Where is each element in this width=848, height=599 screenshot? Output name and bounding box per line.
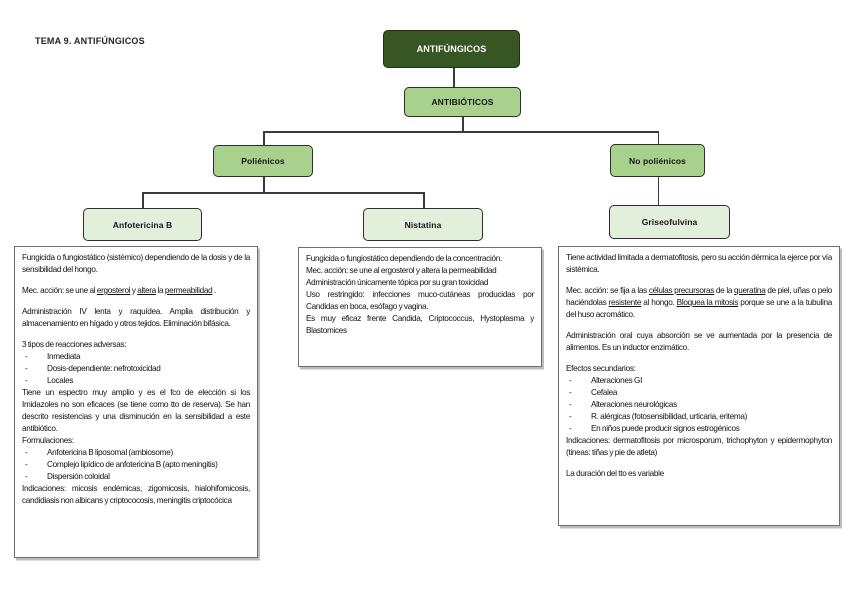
bullet-item: -Dispersión coloidal [22,471,250,483]
bullet-item: -R. alérgicas (fotosensibilidad, urticar… [566,411,832,423]
bullet-dash: - [25,376,28,385]
node-no-polienicos: No poliénicos [610,144,705,177]
node-anfotericina-b: Anfotericina B [83,208,202,241]
paragraph: Mec. acción: se une al ergosterol y alte… [22,286,216,295]
bullet-dash: - [569,376,572,385]
paragraph: Administración oral cuya absorción se ve… [566,331,832,352]
connector-to-nistatina [423,192,425,208]
paragraph: Tiene actividad limitada a dermatofitosi… [566,253,832,274]
bullet-item: -Alteraciones neurológicas [566,399,832,411]
paragraph: Fungicida o fungiostático dependiendo de… [306,254,502,263]
bullet-item: -En niños puede producir signos estrogén… [566,423,832,435]
bullet-dash: - [569,424,572,433]
paragraph: Efectos secundarios: [566,364,636,373]
paragraph: Mec. acción: se fija a las células precu… [566,286,832,319]
paragraph: Mec. acción: se une al ergosterol y alte… [306,266,497,275]
bullet-dash: - [25,472,28,481]
bullet-item: -Cefalea [566,387,832,399]
node-antibioticos: ANTIBIÓTICOS [404,87,521,117]
bullet-item: -Complejo lipídico de anfotericina B (ap… [22,459,250,471]
detail-box-anfotericina: Fungicida o fungiostático (sistémico) de… [14,246,258,558]
paragraph: Fungicida o fungiostático (sistémico) de… [22,253,250,274]
page-title: TEMA 9. ANTIFÚNGICOS [35,36,145,46]
paragraph: Administración únicamente tópica por su … [306,278,489,287]
bullet-dash: - [25,460,28,469]
connector-polienicos-down [263,177,265,194]
paragraph: La duración del tto es variable [566,469,664,478]
bullet-item: -Locales [22,375,250,387]
connector-to-no-polienicos [657,131,659,144]
connector-to-polienicos [263,131,265,145]
bullet-item: -Dosis-dependiente: nefrotoxicidad [22,363,250,375]
node-nistatina: Nistatina [363,208,483,241]
connector-level2-horizontal [263,131,659,133]
node-antifungicos: ANTIFÚNGICOS [383,30,520,68]
paragraph: Uso restringido: infecciones muco-cutáne… [306,290,534,311]
paragraph: Administración IV lenta y raquídea. Ampl… [22,307,250,328]
bullet-item: -Inmediata [22,351,250,363]
connector-level3-horizontal [142,192,424,194]
node-polienicos: Poliénicos [213,145,313,177]
paragraph: Indicaciones: micosis endémicas, zigomic… [22,484,250,505]
node-griseofulvina: Griseofulvina [609,205,730,239]
paragraph: 3 tipos de reacciones adversas: [22,340,127,349]
paragraph: Indicaciones: dermatofitosis por microsp… [566,436,832,457]
bullet-dash: - [25,448,28,457]
connector-antibioticos-down [462,117,464,131]
bullet-dash: - [569,400,572,409]
bullet-item: -Alteraciones GI [566,375,832,387]
bullet-dash: - [25,364,28,373]
connector-root-to-antibioticos [453,68,455,87]
detail-box-nistatina: Fungicida o fungiostático dependiendo de… [298,247,542,367]
bullet-item: -Anfotericina B liposomal (ambiosome) [22,447,250,459]
paragraph: Tiene un espectro muy amplio y es el fco… [22,388,250,433]
detail-box-griseofulvina: Tiene actividad limitada a dermatofitosi… [558,246,840,526]
paragraph: Formulaciones: [22,436,74,445]
bullet-dash: - [569,388,572,397]
connector-to-griseofulvina [657,177,659,205]
bullet-dash: - [25,352,28,361]
paragraph: Es muy eficaz frente Candida, Criptococc… [306,314,534,335]
connector-to-anfotericina [142,192,144,208]
bullet-dash: - [569,412,572,421]
